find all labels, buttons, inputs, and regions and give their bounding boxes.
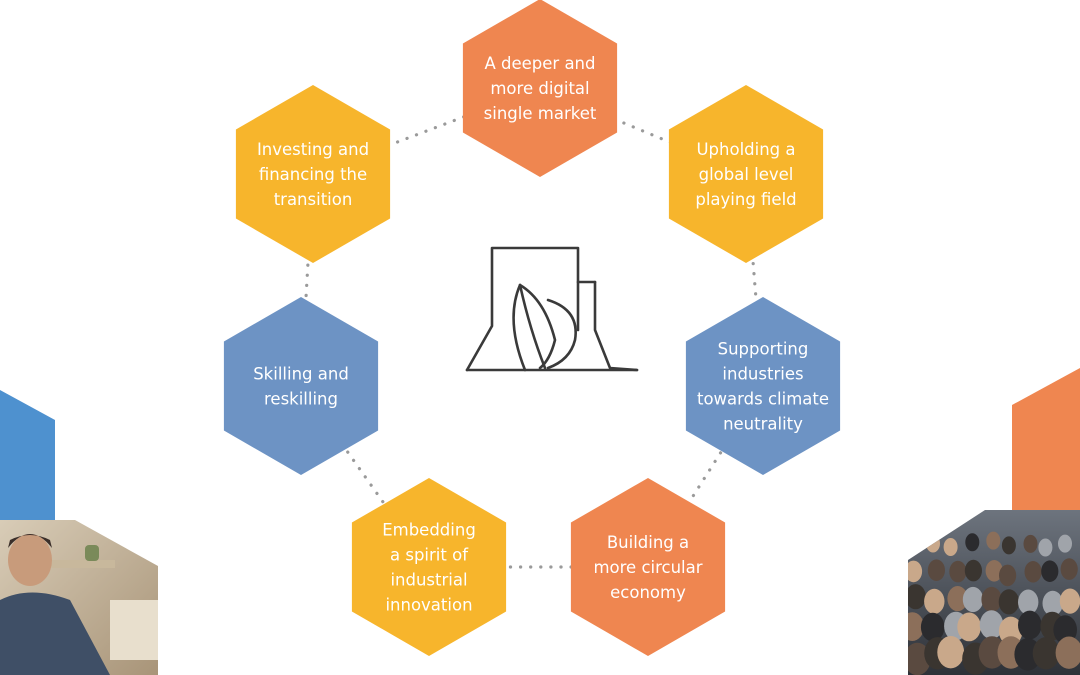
right-photo-decor: [908, 368, 1080, 675]
crowd-person: [908, 535, 923, 554]
crowd-of-people-photo: [908, 510, 1080, 675]
crowd-person: [927, 559, 946, 581]
left-blue-hexagon: [0, 390, 55, 545]
crowd-person: [920, 612, 945, 642]
crowd-person: [1055, 636, 1080, 669]
hexagon-shape: [668, 85, 824, 263]
hexagon-label: Skilling and reskilling: [253, 365, 349, 409]
hexagon-label-line: economy: [610, 583, 686, 602]
crowd-person: [1059, 588, 1080, 614]
factory-with-leaf-icon: [465, 246, 639, 372]
hexagon-nodes: A deeper and more digital single marketUph…: [223, 0, 841, 656]
hexagon-label-line: reskilling: [264, 390, 338, 409]
hexagon-label-line: neutrality: [723, 415, 803, 434]
crowd-person: [908, 642, 931, 675]
hexagon-label-line: Investing and: [257, 140, 369, 159]
hexagon-shape: [223, 297, 379, 475]
crowd-person: [981, 586, 1002, 613]
hexagon-node-investing-financing: Investing and financing the transition: [235, 85, 391, 263]
crowd-person: [1001, 536, 1016, 555]
hexagon-label-line: Upholding a: [696, 140, 795, 159]
hexagon-node-digital-single-market: A deeper and more digital single market: [462, 0, 618, 177]
hexagon-label-line: Embedding: [382, 521, 476, 540]
crowd-person: [957, 612, 981, 642]
hexagon-label: Upholding a global level playing field: [695, 140, 796, 209]
hexagon-shape: [462, 0, 618, 177]
hexagon-label-line: innovation: [385, 596, 472, 615]
hexagon-label: Supporting industries towards climate neutr…: [697, 340, 829, 434]
hexagon-node-skilling-reskilling: Skilling and reskilling: [223, 297, 379, 475]
hexagon-label-line: more circular: [593, 558, 702, 577]
crowd-person: [1018, 610, 1042, 640]
hexagon-label-line: industrial: [390, 571, 467, 590]
hexagon-label: Building a more circular economy: [593, 533, 702, 602]
left-photo-decor: [0, 390, 158, 675]
crowd-person: [908, 560, 923, 583]
crowd-person: [908, 612, 925, 641]
right-orange-hexagon: [1012, 368, 1080, 545]
hexagon-node-industrial-innovation: Embedding a spirit of industrial innovation: [351, 478, 507, 656]
hexagon-node-climate-neutrality: Supporting industries towards climate neutr…: [685, 297, 841, 475]
crowd-person: [1017, 589, 1039, 615]
hexagon-label-line: Building a: [607, 533, 689, 552]
hexagon-label-line: single market: [484, 104, 597, 123]
crowd-person: [1038, 538, 1053, 557]
hexagon-shape: [570, 478, 726, 656]
hexagon-label: Embedding a spirit of industrial innovation: [382, 521, 476, 615]
hexagon-node-global-level-playing-field: Upholding a global level playing field: [668, 85, 824, 263]
hexagon-label: A deeper and more digital single market: [484, 54, 597, 123]
crowd-person: [1032, 637, 1060, 670]
crowd-person: [1023, 534, 1038, 553]
crowd-person: [947, 586, 968, 612]
hexagon-shape: [351, 478, 507, 656]
crowd-person: [937, 636, 965, 669]
crowd-person: [1060, 558, 1078, 580]
crowd-person: [979, 610, 1004, 640]
crowd-person: [949, 560, 967, 583]
hexagon-shape: [685, 297, 841, 475]
crowd-person: [908, 584, 926, 610]
crowd-person: [926, 534, 940, 553]
crowd-person: [1041, 560, 1059, 582]
hexagon-label-line: towards climate: [697, 390, 829, 409]
crowd-person: [1042, 590, 1063, 617]
crowd-person: [965, 533, 980, 552]
hexagon-label-line: Skilling and: [253, 365, 349, 384]
hexagon-label-line: financing the: [259, 165, 367, 184]
hexagon-label-line: more digital: [490, 79, 589, 98]
hexagon-shape: [235, 85, 391, 263]
crowd-person: [962, 586, 984, 613]
hexagon-label-line: A deeper and: [484, 54, 595, 73]
crowd-person: [986, 531, 1001, 550]
crowd-person: [985, 560, 1003, 582]
hexagon-label-line: global level: [699, 165, 794, 184]
hexagon-node-circular-economy: Building a more circular economy: [570, 478, 726, 656]
crowd-person: [924, 588, 945, 615]
crowd-person: [978, 636, 1006, 669]
hexagon-label-line: transition: [274, 190, 353, 209]
smiling-man-photo: [0, 520, 158, 675]
crowd-person: [1024, 561, 1042, 583]
crowd-person: [964, 559, 983, 582]
crowd-person: [1058, 534, 1072, 553]
hexagon-label-line: playing field: [695, 190, 796, 209]
crowd-person: [943, 538, 958, 556]
hexagon-label: Investing and financing the transition: [257, 140, 369, 209]
crowd-person: [999, 564, 1017, 587]
hexagon-label-line: industries: [722, 365, 803, 384]
hexagon-label-line: Supporting: [718, 340, 809, 359]
crowd-person: [998, 589, 1020, 615]
hexagon-label-line: a spirit of: [390, 546, 469, 565]
